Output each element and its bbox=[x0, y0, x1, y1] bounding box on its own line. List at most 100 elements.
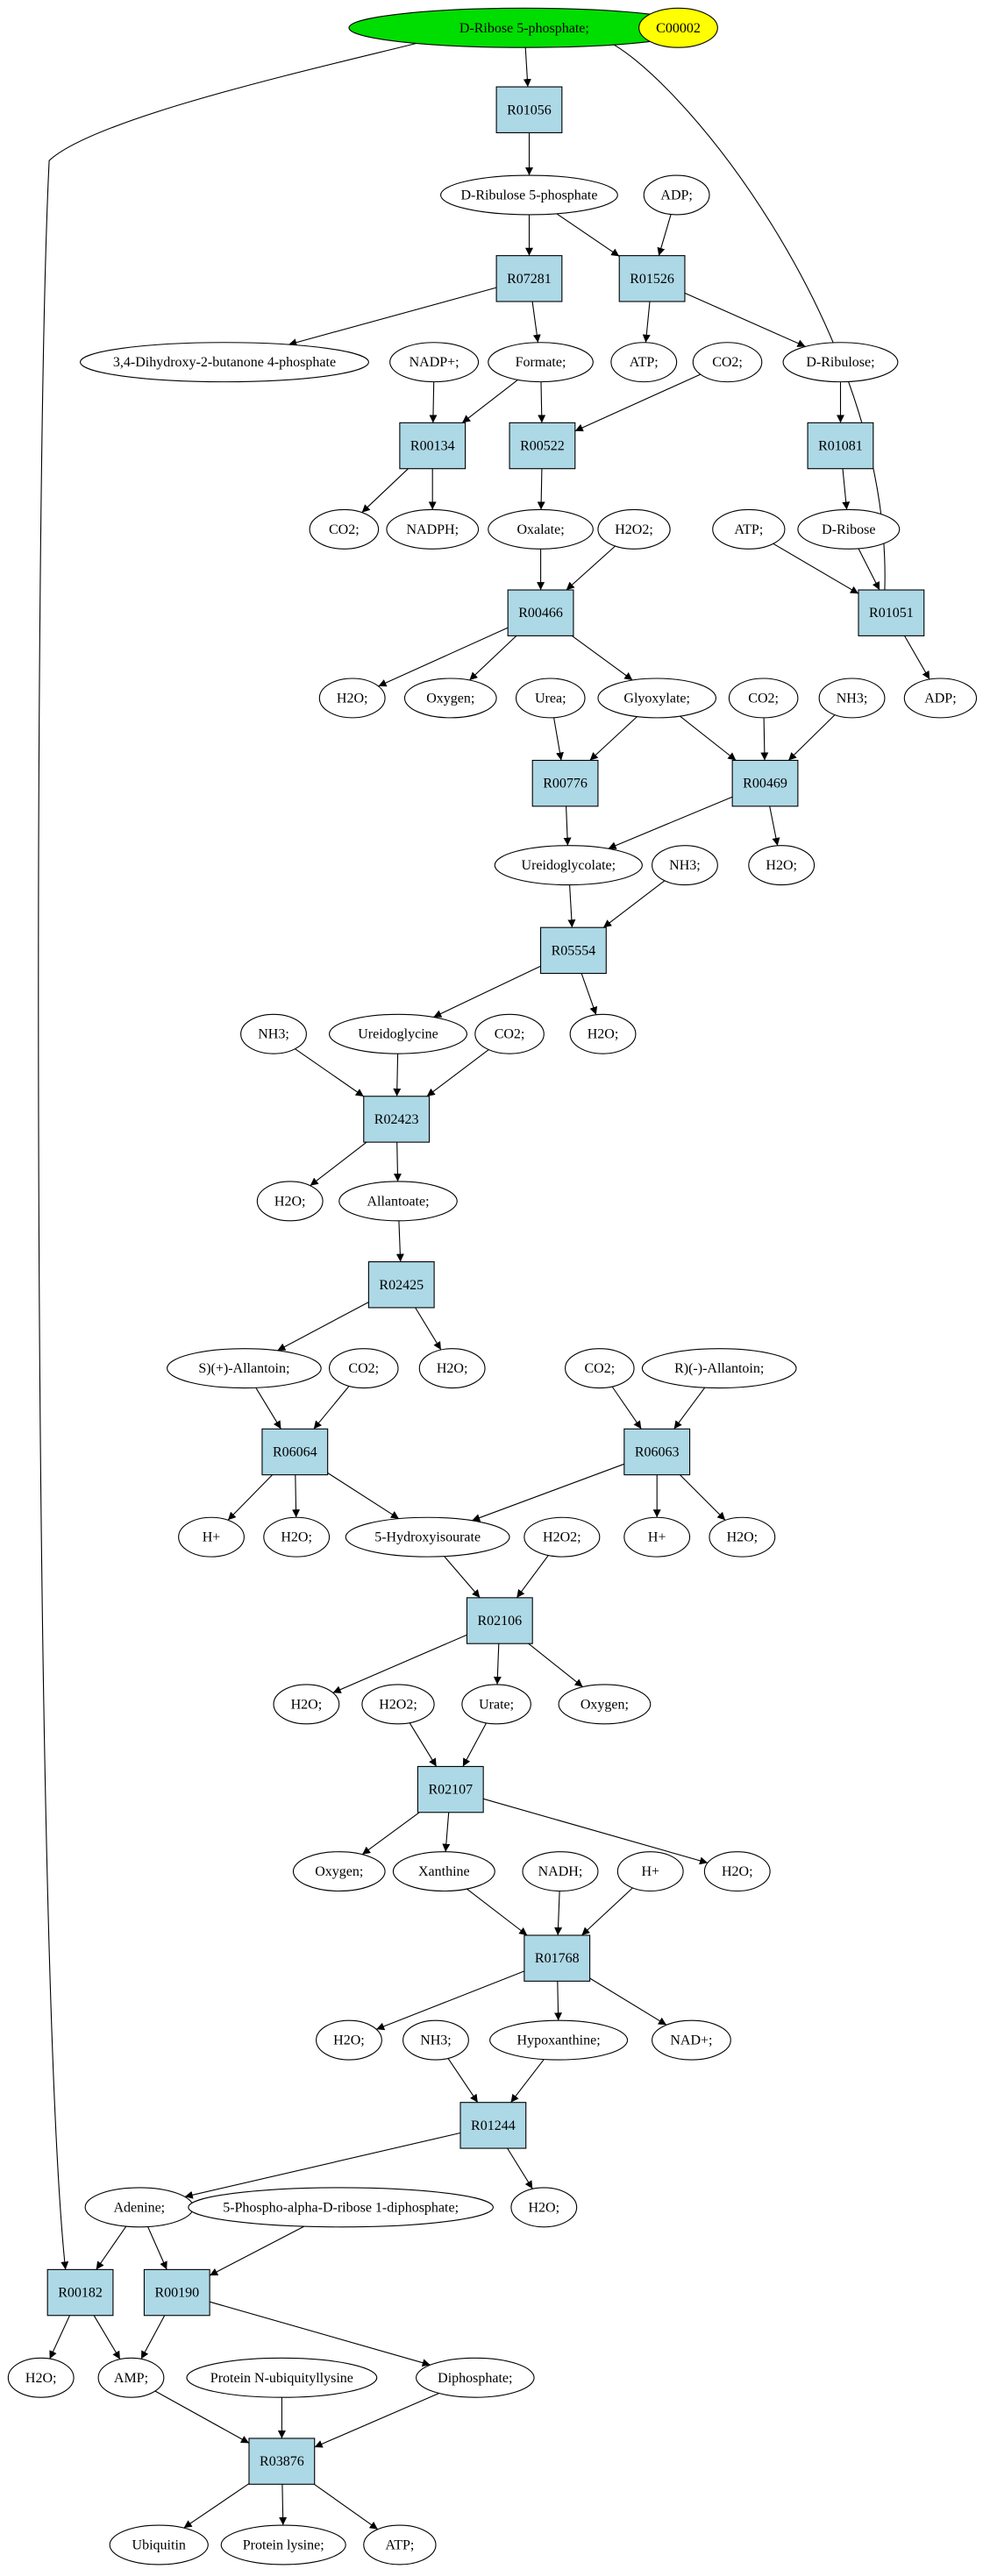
metabolite-node-m_co2_3[interactable]: CO2; bbox=[728, 678, 799, 719]
reaction-node-r01526[interactable]: R01526 bbox=[618, 255, 686, 302]
reaction-node-r01056[interactable]: R01056 bbox=[495, 86, 563, 133]
edge-layer bbox=[38, 35, 930, 2530]
metabolite-ellipse bbox=[79, 342, 369, 383]
metabolite-node-m_ubiquitin[interactable]: Ubiquitin bbox=[109, 2524, 209, 2565]
metabolite-node-m_co2_2[interactable]: CO2; bbox=[309, 508, 380, 550]
metabolite-node-m_ureidoglycolate[interactable]: Ureidoglycolate; bbox=[494, 845, 643, 886]
metabolite-node-m_adenine[interactable]: Adenine; bbox=[84, 2187, 195, 2228]
metabolite-node-m_atp3[interactable]: ATP; bbox=[363, 2524, 437, 2565]
metabolite-node-m_h2o_9[interactable]: H2O; bbox=[703, 1851, 771, 1892]
metabolite-node-m_ureidoglycine[interactable]: Ureidoglycine bbox=[328, 1013, 468, 1054]
metabolite-ellipse bbox=[597, 678, 717, 719]
metabolite-node-m_co2_6[interactable]: CO2; bbox=[565, 1348, 635, 1389]
metabolite-node-m_dribulose5p[interactable]: D-Ribulose 5-phosphate bbox=[440, 174, 618, 216]
metabolite-node-m_protlys[interactable]: Protein lysine; bbox=[220, 2524, 346, 2565]
metabolite-node-m_oxalate[interactable]: Oxalate; bbox=[488, 508, 594, 550]
metabolite-label: ADP; bbox=[924, 691, 956, 706]
metabolite-node-m_co2_1[interactable]: CO2; bbox=[692, 342, 763, 383]
metabolite-node-m_h2o_4[interactable]: H2O; bbox=[256, 1181, 324, 1222]
metabolite-node-m_c00002[interactable]: C00002 bbox=[638, 7, 718, 48]
metabolite-ellipse bbox=[652, 2019, 731, 2061]
metabolite-node-m_oxygen3[interactable]: Oxygen; bbox=[292, 1851, 386, 1892]
reaction-node-r02425[interactable]: R02425 bbox=[367, 1261, 435, 1309]
reaction-node-r01051[interactable]: R01051 bbox=[858, 589, 925, 636]
metabolite-node-m_h2o_11[interactable]: H2O; bbox=[7, 2357, 75, 2398]
reaction-node-r00134[interactable]: R00134 bbox=[399, 422, 467, 470]
metabolite-node-m_h2o_5[interactable]: H2O; bbox=[418, 1348, 486, 1389]
metabolite-node-m_urate[interactable]: Urate; bbox=[461, 1684, 531, 1725]
metabolite-node-m_adp2[interactable]: ADP; bbox=[903, 678, 978, 719]
edge-r03876-to-m_ubiquitin bbox=[183, 2483, 250, 2529]
metabolite-node-m_hplus2[interactable]: H+ bbox=[623, 1516, 691, 1558]
metabolite-node-m_h2o_6[interactable]: H2O; bbox=[263, 1516, 331, 1558]
metabolite-node-m_h2o2_1[interactable]: H2O2; bbox=[597, 508, 671, 550]
reaction-node-r03876[interactable]: R03876 bbox=[248, 2438, 316, 2485]
metabolite-node-m_sallantoin[interactable]: S)(+)-Allantoin; bbox=[167, 1348, 322, 1389]
metabolite-node-m_h2o_8[interactable]: H2O; bbox=[273, 1684, 340, 1725]
metabolite-node-m_hplus1[interactable]: H+ bbox=[178, 1516, 245, 1558]
metabolite-node-m_hydroxyisourate[interactable]: 5-Hydroxyisourate bbox=[345, 1516, 510, 1558]
metabolite-ellipse bbox=[416, 2357, 535, 2398]
metabolite-node-m_nh3_3[interactable]: NH3; bbox=[240, 1013, 307, 1054]
reaction-label: R02425 bbox=[379, 1278, 424, 1293]
metabolite-node-m_atp1[interactable]: ATP; bbox=[610, 342, 678, 383]
reaction-node-r00190[interactable]: R00190 bbox=[143, 2268, 210, 2317]
reaction-node-r02106[interactable]: R02106 bbox=[466, 1597, 533, 1644]
metabolite-node-m_h2o_3[interactable]: H2O; bbox=[569, 1013, 637, 1054]
metabolite-node-m_dribose[interactable]: D-Ribose bbox=[797, 508, 901, 550]
reaction-node-r01768[interactable]: R01768 bbox=[524, 1934, 591, 1982]
reaction-node-r06064[interactable]: R06064 bbox=[261, 1428, 329, 1476]
reaction-node-r02107[interactable]: R02107 bbox=[417, 1765, 484, 1813]
metabolite-node-m_formate[interactable]: Formate; bbox=[488, 342, 594, 383]
metabolite-node-m_allantoate[interactable]: Allantoate; bbox=[338, 1181, 458, 1222]
reaction-node-r06063[interactable]: R06063 bbox=[623, 1428, 691, 1476]
metabolite-node-m_h2o_7[interactable]: H2O; bbox=[709, 1516, 776, 1558]
metabolite-node-m_amp[interactable]: AMP; bbox=[97, 2357, 165, 2398]
metabolite-node-m_nadplus[interactable]: NAD+; bbox=[652, 2019, 731, 2061]
metabolite-node-m_xanthine[interactable]: Xanthine bbox=[392, 1851, 495, 1892]
reaction-node-r05554[interactable]: R05554 bbox=[539, 926, 607, 975]
metabolite-node-m_diphosphate[interactable]: Diphosphate; bbox=[416, 2357, 535, 2398]
metabolite-node-m_h2o2_3[interactable]: H2O2; bbox=[361, 1684, 435, 1725]
metabolite-node-m_urea[interactable]: Urea; bbox=[515, 678, 586, 719]
metabolite-label: CO2; bbox=[329, 522, 360, 537]
metabolite-node-m_glyoxylate[interactable]: Glyoxylate; bbox=[597, 678, 717, 719]
metabolite-node-m_h2o2_2[interactable]: H2O2; bbox=[524, 1516, 601, 1558]
metabolite-node-m_h2o_2[interactable]: H2O; bbox=[748, 845, 816, 886]
metabolite-node-m_adp1[interactable]: ADP; bbox=[643, 174, 710, 216]
reaction-node-r01244[interactable]: R01244 bbox=[459, 2102, 527, 2149]
metabolite-node-m_oxygen2[interactable]: Oxygen; bbox=[558, 1684, 652, 1725]
reaction-node-r01081[interactable]: R01081 bbox=[807, 422, 874, 470]
metabolite-node-m_nh3_4[interactable]: NH3; bbox=[402, 2019, 469, 2061]
metabolite-node-m_hplus3[interactable]: H+ bbox=[616, 1851, 684, 1892]
metabolite-node-m_dhbp[interactable]: 3,4-Dihydroxy-2-butanone 4-phosphate bbox=[79, 342, 369, 383]
reaction-box bbox=[46, 2268, 114, 2317]
metabolite-node-m_rallantoin[interactable]: R)(-)-Allantoin; bbox=[641, 1348, 797, 1389]
reaction-node-r02423[interactable]: R02423 bbox=[363, 1096, 431, 1143]
metabolite-node-m_co2_5[interactable]: CO2; bbox=[328, 1348, 399, 1389]
metabolite-node-m_h2o_1[interactable]: H2O; bbox=[318, 678, 386, 719]
reaction-node-r00469[interactable]: R00469 bbox=[731, 759, 799, 807]
reaction-node-r00182[interactable]: R00182 bbox=[46, 2268, 114, 2317]
metabolite-node-m_h2o_12[interactable]: H2O; bbox=[510, 2187, 578, 2228]
metabolite-node-m_co2_4[interactable]: CO2; bbox=[474, 1013, 545, 1054]
metabolite-node-m_dribose5p[interactable]: D-Ribose 5-phosphate; bbox=[348, 7, 701, 48]
reaction-box bbox=[858, 589, 925, 636]
metabolite-label: NADPH; bbox=[406, 522, 459, 537]
metabolite-node-m_nh3_1[interactable]: NH3; bbox=[818, 678, 886, 719]
metabolite-node-m_nh3_2[interactable]: NH3; bbox=[652, 845, 718, 886]
metabolite-node-m_h2o_10[interactable]: H2O; bbox=[316, 2019, 382, 2061]
metabolite-node-m_prpp[interactable]: 5-Phospho-alpha-D-ribose 1-diphosphate; bbox=[188, 2187, 494, 2228]
metabolite-node-m_hypoxanthine[interactable]: Hypoxanthine; bbox=[489, 2019, 629, 2061]
reaction-node-r07281[interactable]: R07281 bbox=[495, 255, 563, 302]
reaction-node-r00522[interactable]: R00522 bbox=[509, 422, 576, 470]
metabolite-node-m_nadph[interactable]: NADPH; bbox=[386, 508, 480, 550]
reaction-node-r00776[interactable]: R00776 bbox=[531, 759, 599, 807]
reaction-node-r00466[interactable]: R00466 bbox=[507, 589, 574, 636]
metabolite-node-m_oxygen1[interactable]: Oxygen; bbox=[403, 678, 497, 719]
metabolite-node-m_protnubq[interactable]: Protein N-ubiquityllysine bbox=[186, 2357, 378, 2398]
metabolite-node-m_dribulose[interactable]: D-Ribulose; bbox=[782, 342, 899, 383]
metabolite-node-m_nadp[interactable]: NADP+; bbox=[389, 342, 480, 383]
metabolite-node-m_nadh[interactable]: NADH; bbox=[522, 1851, 599, 1892]
metabolite-node-m_atp2[interactable]: ATP; bbox=[712, 508, 786, 550]
